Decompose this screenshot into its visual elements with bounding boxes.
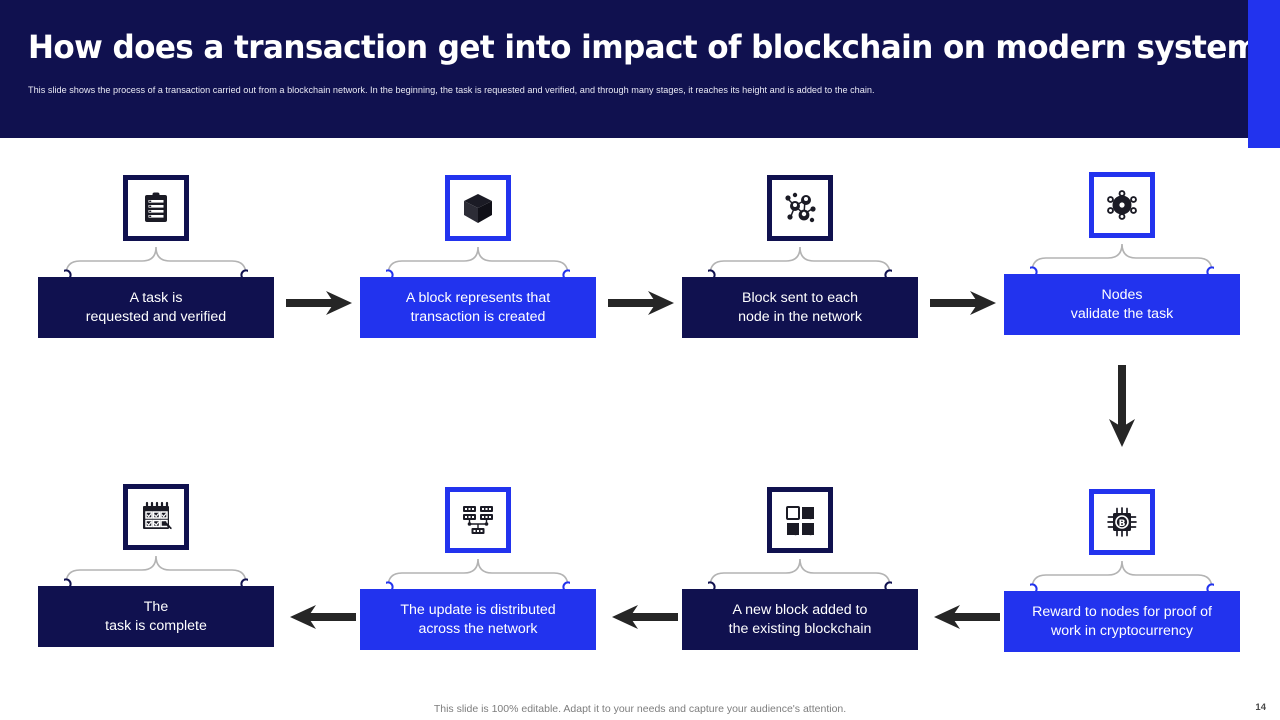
step-1-line1: A task is — [129, 289, 183, 306]
arrow-step1-to-step2 — [286, 291, 352, 315]
calendar-checked-icon — [139, 500, 173, 534]
step-4-label[interactable]: Nodes validate the task — [1004, 274, 1240, 335]
step-3-label[interactable]: Block sent to each node in the network — [682, 277, 918, 338]
step-1-label[interactable]: A task is requested and verified — [38, 277, 274, 338]
step-8-brace — [64, 555, 248, 590]
step-3-line2: node in the network — [738, 308, 862, 325]
step-4-brace — [1030, 243, 1214, 278]
arrow-step2-to-step3 — [608, 291, 674, 315]
step-4-line1: Nodes — [1101, 286, 1143, 303]
clipboard-checklist-icon — [139, 191, 173, 225]
arrow-step4-to-step5 — [1109, 365, 1135, 447]
step-1-line2: requested and verified — [85, 308, 227, 325]
step-8-line1: The — [143, 598, 169, 615]
step-6-line2: the existing blockchain — [728, 620, 872, 637]
step-7-line1: The update is distributed — [400, 601, 556, 618]
step-8-icon-box — [123, 484, 189, 550]
step-5-label[interactable]: Reward to nodes for proof of work in cry… — [1004, 591, 1240, 652]
step-2-label[interactable]: A block represents that transaction is c… — [360, 277, 596, 338]
step-3-icon-box — [767, 175, 833, 241]
step-5-line1: Reward to nodes for proof of — [1032, 603, 1212, 620]
step-3-line1: Block sent to each — [742, 289, 858, 306]
cube-block-icon — [460, 190, 496, 226]
arrow-step5-to-step6 — [934, 605, 1000, 629]
step-8-line2: task is complete — [105, 617, 207, 634]
page-title: How does a transaction get into impact o… — [28, 28, 1277, 66]
step-5-icon-box: B — [1089, 489, 1155, 555]
step-7-icon-box — [445, 487, 511, 553]
step-6-label[interactable]: A new block added to the existing blockc… — [682, 589, 918, 650]
step-5-brace — [1030, 560, 1214, 595]
step-1-brace — [64, 246, 248, 281]
step-7-brace — [386, 558, 570, 593]
page-number: 14 — [1255, 702, 1266, 713]
server-cluster-icon — [460, 503, 496, 537]
step-4-line2: validate the task — [1070, 305, 1174, 322]
network-nodes-icon — [782, 190, 818, 226]
cpu-bitcoin-chip-icon: B — [1105, 505, 1139, 539]
header-accent-bar — [1248, 0, 1280, 148]
step-6-brace — [708, 558, 892, 593]
step-8-label[interactable]: The task is complete — [38, 586, 274, 647]
page-subtitle: This slide shows the process of a transa… — [28, 85, 875, 95]
step-5-line2: work in cryptocurrency — [1051, 622, 1193, 639]
footer-note: This slide is 100% editable. Adapt it to… — [433, 703, 847, 715]
svg-text:B: B — [1119, 519, 1126, 529]
step-4-icon-box — [1089, 172, 1155, 238]
arrow-step6-to-step7 — [612, 605, 678, 629]
arrow-step7-to-step8 — [290, 605, 356, 629]
step-2-brace — [386, 246, 570, 281]
step-2-line1: A block represents that — [405, 289, 551, 306]
step-2-icon-box — [445, 175, 511, 241]
step-7-line2: across the network — [418, 620, 538, 637]
slide-header: How does a transaction get into impact o… — [0, 0, 1277, 138]
step-6-icon-box — [767, 487, 833, 553]
step-3-brace — [708, 246, 892, 281]
step-2-line2: transaction is created — [410, 308, 546, 325]
step-6-line1: A new block added to — [732, 601, 868, 618]
distributed-network-icon — [1107, 190, 1137, 220]
stacked-blocks-icon — [782, 503, 818, 537]
step-7-label[interactable]: The update is distributed across the net… — [360, 589, 596, 650]
step-1-icon-box — [123, 175, 189, 241]
arrow-step3-to-step4 — [930, 291, 996, 315]
